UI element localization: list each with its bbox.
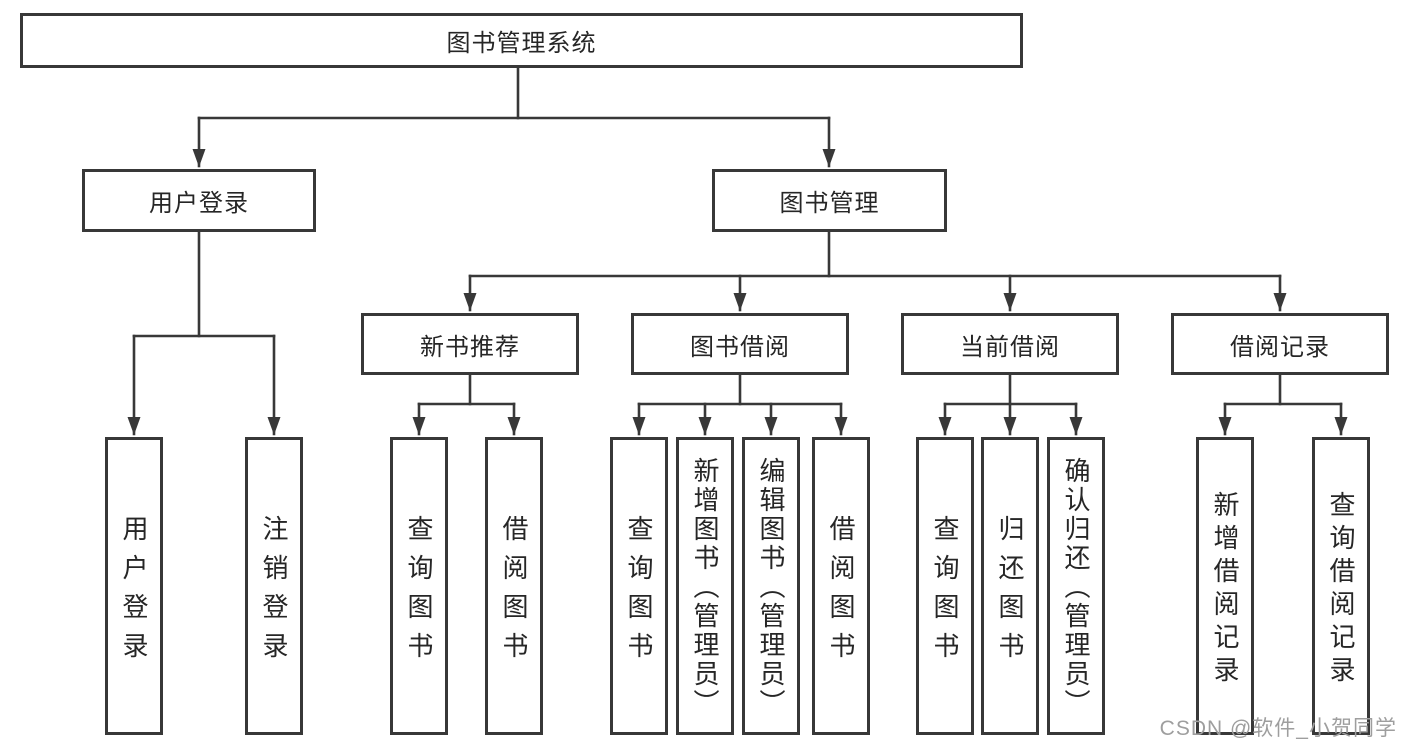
- leaf-query-books-current: 查询图书: [916, 437, 974, 735]
- node-borrowing-records-label: 借阅记录: [1230, 333, 1330, 361]
- leaf-return-books-label: 归还图书: [995, 514, 1025, 671]
- node-new-book-recommendation-label: 新书推荐: [420, 333, 520, 361]
- leaf-user-login: 用户登录: [105, 437, 163, 735]
- leaf-edit-book-admin-label: 编辑图书（管理员）: [756, 457, 786, 718]
- leaf-add-borrow-record-label: 新增借阅记录: [1210, 490, 1240, 689]
- node-book-management: 图书管理: [712, 169, 947, 232]
- leaf-query-books-borrowing-label: 查询图书: [624, 514, 654, 671]
- leaf-edit-book-admin: 编辑图书（管理员）: [742, 437, 800, 735]
- leaf-confirm-return-admin-label: 确认归还（管理员）: [1061, 457, 1091, 718]
- leaf-add-book-admin-label: 新增图书（管理员）: [690, 457, 720, 718]
- leaf-borrow-books-borrowing-label: 借阅图书: [826, 514, 856, 671]
- leaf-user-login-label: 用户登录: [119, 514, 149, 671]
- node-root: 图书管理系统: [20, 13, 1023, 68]
- node-current-borrowing-label: 当前借阅: [960, 333, 1060, 361]
- node-book-borrowing: 图书借阅: [631, 313, 849, 375]
- leaf-query-books-recommend-label: 查询图书: [404, 514, 434, 671]
- leaf-borrow-books-recommend-label: 借阅图书: [499, 514, 529, 671]
- leaf-borrow-books-borrowing: 借阅图书: [812, 437, 870, 735]
- node-new-book-recommendation: 新书推荐: [361, 313, 579, 375]
- leaf-add-borrow-record: 新增借阅记录: [1196, 437, 1254, 735]
- leaf-query-books-current-label: 查询图书: [930, 514, 960, 671]
- node-user-login-label: 用户登录: [149, 190, 249, 217]
- watermark: CSDN @软件_小贺同学: [1159, 717, 1397, 740]
- leaf-return-books: 归还图书: [981, 437, 1039, 735]
- node-user-login: 用户登录: [82, 169, 316, 232]
- leaf-query-borrow-record: 查询借阅记录: [1312, 437, 1370, 735]
- leaf-logout-label: 注销登录: [259, 514, 289, 671]
- leaf-query-books-borrowing: 查询图书: [610, 437, 668, 735]
- node-root-label: 图书管理系统: [446, 30, 597, 57]
- leaf-query-borrow-record-label: 查询借阅记录: [1326, 490, 1356, 689]
- leaf-borrow-books-recommend: 借阅图书: [485, 437, 543, 735]
- leaf-add-book-admin: 新增图书（管理员）: [676, 437, 734, 735]
- leaf-confirm-return-admin: 确认归还（管理员）: [1047, 437, 1105, 735]
- node-borrowing-records: 借阅记录: [1171, 313, 1389, 375]
- leaf-query-books-recommend: 查询图书: [390, 437, 448, 735]
- node-book-management-label: 图书管理: [779, 190, 880, 217]
- node-book-borrowing-label: 图书借阅: [690, 333, 790, 361]
- node-current-borrowing: 当前借阅: [901, 313, 1119, 375]
- leaf-logout: 注销登录: [245, 437, 303, 735]
